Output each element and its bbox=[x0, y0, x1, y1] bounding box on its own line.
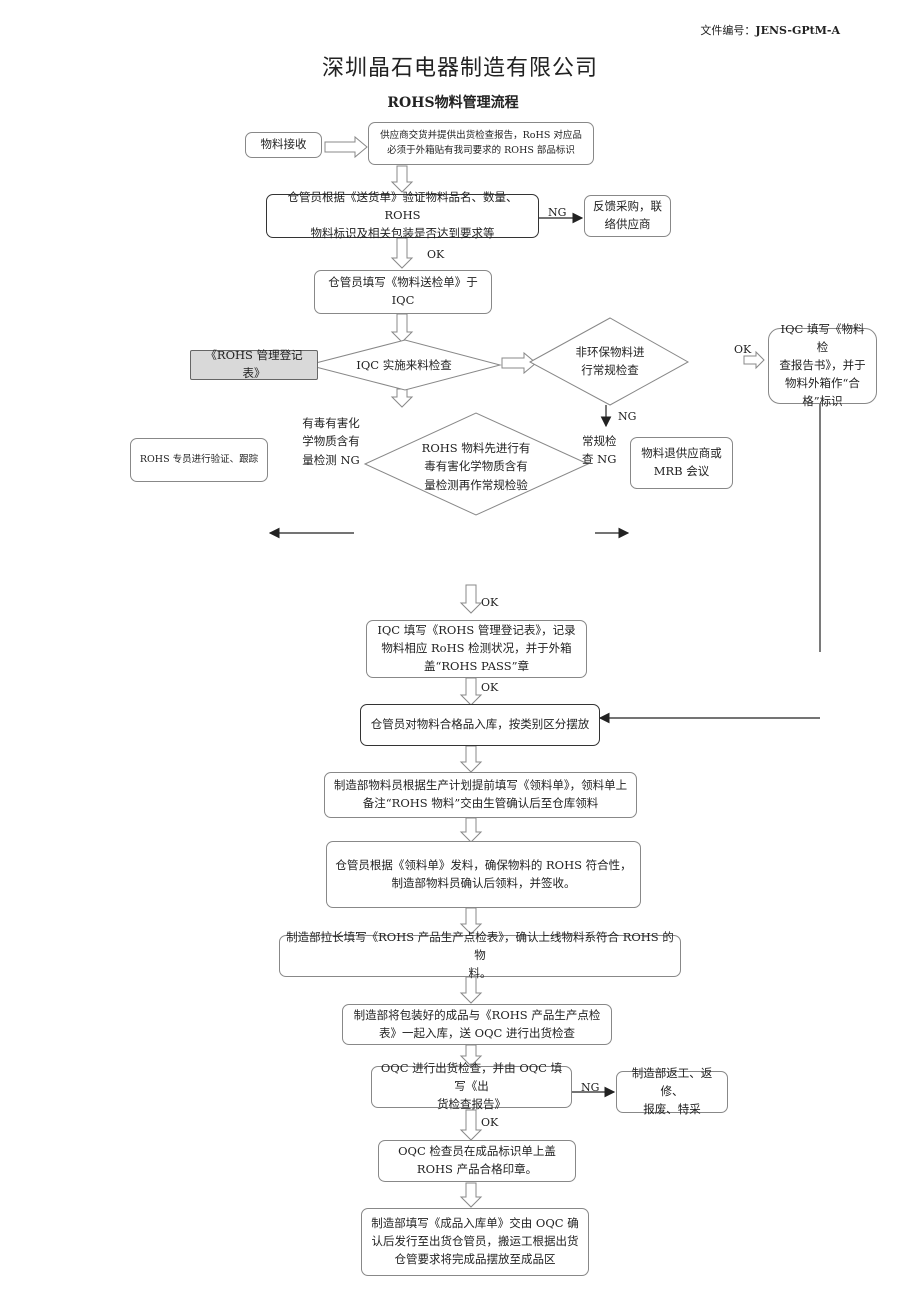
iqc-inspect-text: IQC 实施来料检查 bbox=[356, 358, 452, 372]
rework-box: 制造部返工、返修、 报废、特采 bbox=[616, 1066, 728, 1116]
oqc-stamp-box: OQC 检查员在成品标识单上盖 ROHS 产品合格印章。 bbox=[378, 1140, 576, 1182]
down-arrow-7 bbox=[459, 745, 483, 773]
ok-iqc-report-label: OK bbox=[734, 343, 752, 356]
supplier-note-box: 供应商交货并提供出货检查报告，RoHS 对应品 必须于外箱贴有我司要求的 ROH… bbox=[368, 122, 594, 165]
rohs-track-box: ROHS 专员进行验证、跟踪 bbox=[130, 438, 268, 482]
ok-verify-label: OK bbox=[427, 248, 445, 261]
ok-oqc-label: OK bbox=[481, 1116, 499, 1129]
verify-box: 仓管员根据《送货单》验证物料品名、数量、ROHS 物料标识及相关包装是否达到要求… bbox=[266, 190, 539, 240]
non-env-text: 非环保物料进 行常规检查 bbox=[575, 345, 645, 378]
ng-oqc-label: NG bbox=[581, 1081, 600, 1094]
down-arrow-4 bbox=[390, 388, 414, 408]
requisition-box: 制造部物料员根据生产计划提前填写《领料单》，领料单上 备注“ROHS 物料”交由… bbox=[324, 772, 637, 818]
ok-store-label: OK bbox=[481, 681, 499, 694]
down-arrow-8 bbox=[459, 817, 483, 843]
down-arrow-6 bbox=[459, 677, 483, 706]
finish-box: 制造部填写《成品入库单》交由 OQC 确 认后发行至出货仓管员，搬运工根据出货 … bbox=[361, 1208, 589, 1276]
diamond-iqc-inspect bbox=[307, 339, 502, 391]
company-name: 深圳晶石电器制造有限公司 bbox=[321, 56, 598, 81]
pack-box: 制造部将包装好的成品与《ROHS 产品生产点检 表》一起入库，送 OQC 进行出… bbox=[342, 1004, 612, 1045]
ng-feedback-label: NG bbox=[548, 206, 567, 219]
down-arrow-12 bbox=[459, 1109, 483, 1141]
right-arrow-receive bbox=[324, 135, 368, 159]
receive-box: 物料接收 bbox=[245, 132, 322, 158]
return-mrb-box: 物料退供应商或 MRB 会议 bbox=[630, 437, 733, 489]
down-arrow-2 bbox=[390, 237, 414, 269]
toxic-ng-text: 有毒有害化 学物质含有 量检测 NG bbox=[302, 416, 360, 467]
register-form-box: 《ROHS 管理登记表》 bbox=[190, 348, 318, 380]
iqc-report-box: IQC 填写《物料检 查报告书》，并于 物料外箱作“合 格”标识 bbox=[768, 322, 877, 408]
line-check-box: 制造部拉长填写《ROHS 产品生产点检表》，确认上线物料系符合 ROHS 的物 … bbox=[279, 930, 681, 980]
right-arrow-non-env bbox=[501, 351, 537, 375]
ok-iqc-fill-label: OK bbox=[481, 596, 499, 609]
send-iqc-box: 仓管员填写《物料送检单》于 IQC bbox=[314, 270, 492, 314]
right-arrow-iqc-report bbox=[743, 350, 765, 370]
down-arrow-9 bbox=[459, 907, 483, 935]
oqc-inspect-box: OQC 进行出货检查，并由 OQC 填写《出 货检查报告》 bbox=[371, 1061, 572, 1111]
down-arrow-11 bbox=[459, 1044, 483, 1067]
down-arrow-1 bbox=[390, 165, 414, 193]
down-arrow-10 bbox=[459, 976, 483, 1004]
down-arrow-5 bbox=[459, 584, 483, 614]
ng-regular-label: NG bbox=[618, 410, 637, 423]
page-title: ROHS物料管理流程 bbox=[387, 95, 519, 111]
issue-box: 仓管员根据《领料单》发料，确保物料的 ROHS 符合性， 制造部物料员确认后领料… bbox=[326, 841, 641, 908]
down-arrow-13 bbox=[459, 1182, 483, 1208]
store-box: 仓管员对物料合格品入库，按类别区分摆放 bbox=[360, 704, 600, 746]
diamond-non-env bbox=[528, 317, 690, 406]
feedback-box: 反馈采购，联 络供应商 bbox=[584, 195, 671, 237]
iqc-fill-box: IQC 填写《ROHS 管理登记表》，记录 物料相应 RoHS 检测状况，并于外… bbox=[366, 620, 587, 678]
regular-ng-text: 常规检 查 NG bbox=[582, 434, 617, 467]
down-arrow-3 bbox=[390, 313, 414, 343]
document-number: 文件编号：JENS-GPtM-A bbox=[700, 24, 840, 37]
rohs-first-text: ROHS 物料先进行有 毒有害化学物质含有 量检测再作常规检验 bbox=[421, 441, 531, 492]
diamond-rohs-first bbox=[363, 412, 590, 516]
